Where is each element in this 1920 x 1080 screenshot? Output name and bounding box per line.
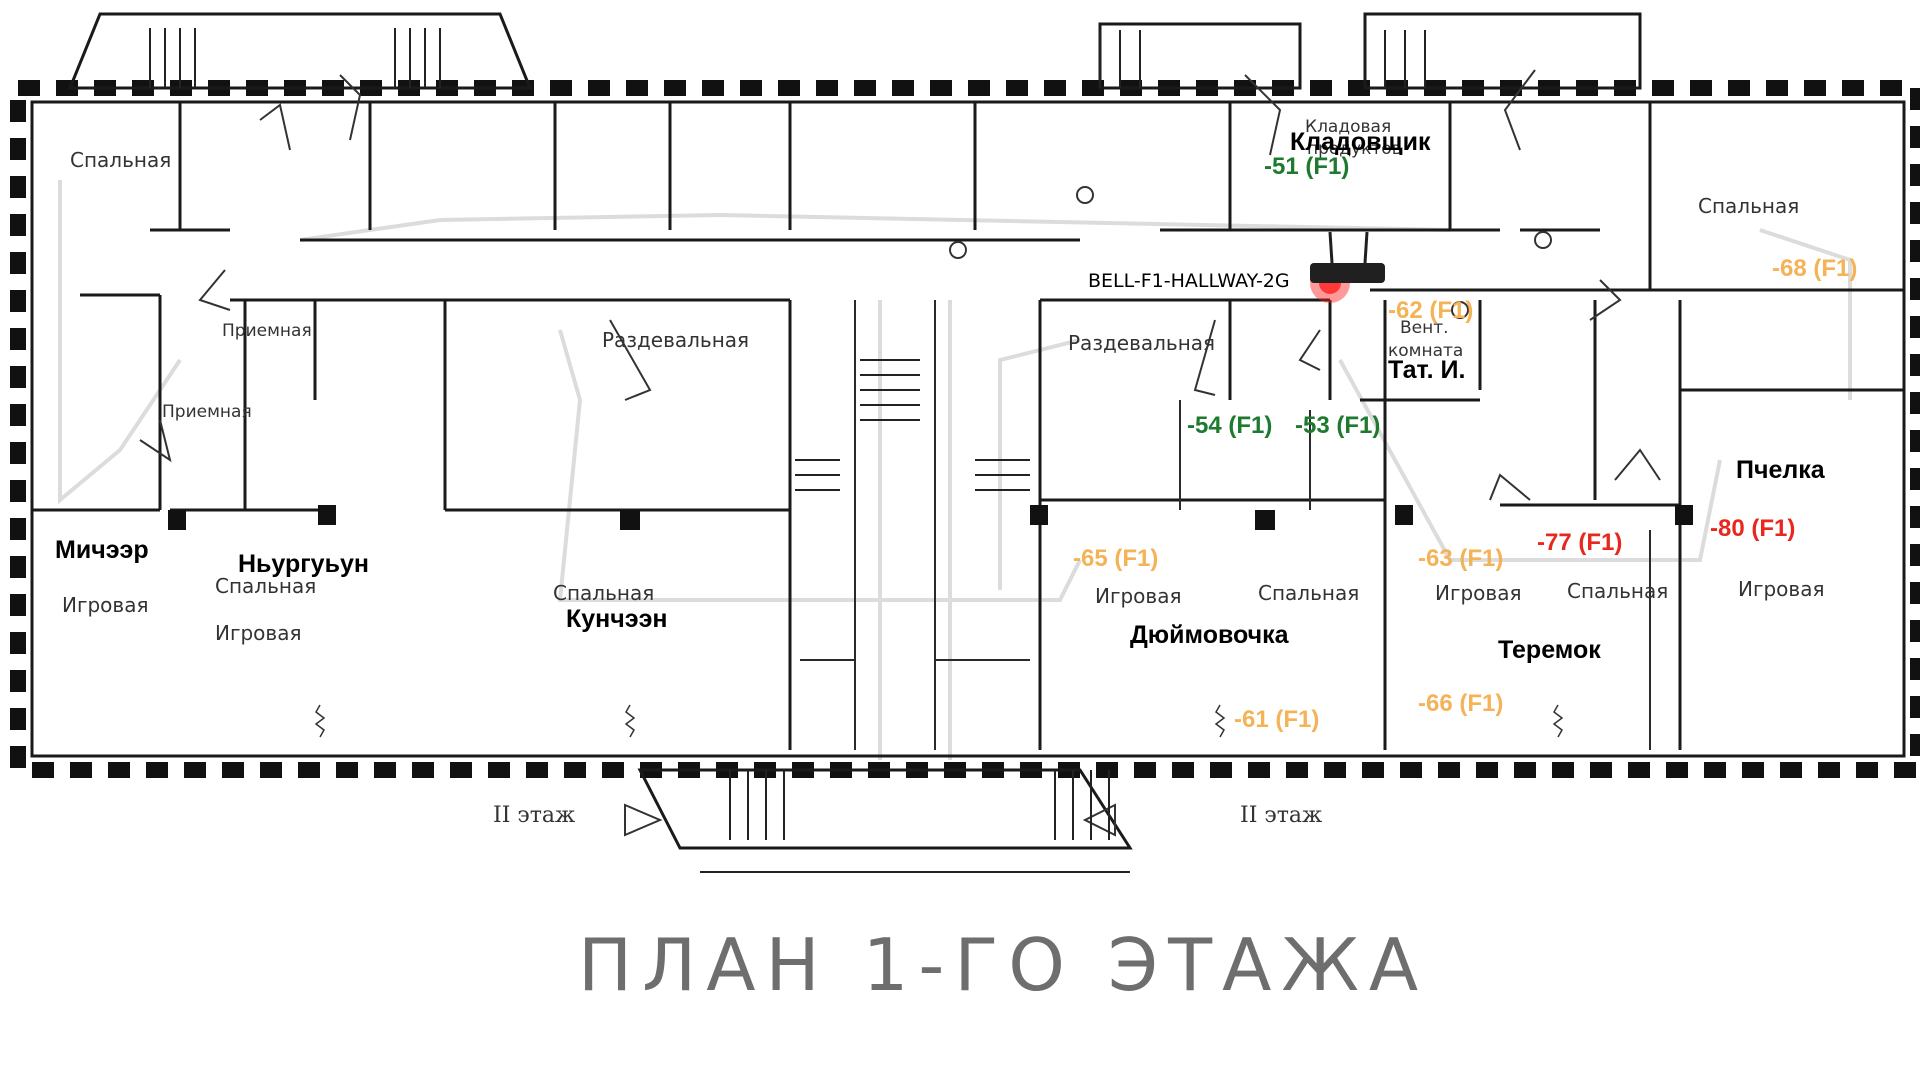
outer-walls (10, 12, 1920, 873)
room-nyurguyun: Ньургуьун (238, 550, 369, 578)
room-kladovshik: Кладовщик (1290, 128, 1431, 156)
label-spalnaya: Спальная (1567, 579, 1668, 603)
signal-reading: -63 (F1) (1418, 545, 1503, 572)
label-razdevalnaya: Раздевальная (602, 328, 749, 352)
signal-reading: -54 (F1) (1187, 412, 1272, 439)
label-igrovaya: Игровая (1095, 584, 1181, 608)
radiators (314, 704, 1564, 738)
label-igrovaya: Игровая (62, 593, 148, 617)
signal-reading: -53 (F1) (1295, 412, 1380, 439)
signal-reading: -62 (F1) (1388, 297, 1473, 324)
room-kunchen: Кунчээн (566, 605, 668, 633)
signal-reading: -65 (F1) (1073, 545, 1158, 572)
room-names: Кладовщик Тат. И. Пчелка Мичээр Ньургуьу… (55, 128, 1826, 664)
label-igrovaya: Игровая (215, 621, 301, 645)
signal-reading: -51 (F1) (1264, 153, 1349, 180)
label-kladovaya-produktov: продуктов (1307, 139, 1402, 159)
label-priemnaya: Приемная (162, 402, 252, 422)
label-vent-komnata: комната (1388, 341, 1463, 361)
access-point[interactable]: BELL-F1-HALLWAY-2G (1088, 231, 1385, 303)
signal-reading: -66 (F1) (1418, 690, 1503, 717)
utility-symbols (949, 186, 1552, 319)
signal-reading: -68 (F1) (1772, 255, 1857, 282)
label-razdevalnaya: Раздевальная (1068, 331, 1215, 355)
door-swings (139, 69, 1661, 501)
stairs (149, 28, 1426, 840)
room-pchelka: Пчелка (1736, 456, 1826, 484)
label-priemnaya: Приемная (222, 321, 312, 341)
sketch-labels: Спальная Спальная Спальная Спальная Спал… (62, 117, 1824, 828)
signal-reading: -77 (F1) (1537, 529, 1622, 556)
label-floor2-left: II этаж (493, 803, 575, 828)
plan-title: ПЛАН 1-ГО ЭТАЖА (578, 923, 1428, 1007)
label-igrovaya: Игровая (1435, 581, 1521, 605)
label-spalnaya: Спальная (553, 581, 654, 605)
label-spalnaya: Спальная (1258, 581, 1359, 605)
label-spalnaya: Спальная (70, 148, 171, 172)
label-spalnaya: Спальная (1698, 194, 1799, 218)
signal-readings: -51 (F1) -62 (F1) -68 (F1) -54 (F1) -53 … (1073, 153, 1857, 733)
ap-ssid-label: BELL-F1-HALLWAY-2G (1088, 270, 1290, 292)
interior-walls (32, 102, 1904, 750)
signal-reading: -80 (F1) (1710, 515, 1795, 542)
room-micheer: Мичээр (55, 536, 149, 564)
router-icon[interactable] (1310, 263, 1385, 283)
label-spalnaya: Спальная (215, 574, 316, 598)
label-floor2-right: II этаж (1240, 803, 1322, 828)
room-tat: Тат. И. (1388, 356, 1465, 384)
evacuation-routes (58, 180, 1852, 760)
signal-reading: -61 (F1) (1234, 706, 1319, 733)
label-kladovaya: Кладовая (1305, 117, 1391, 137)
label-vent: Вент. (1400, 318, 1449, 338)
room-dyuymovochka: Дюймовочка (1130, 621, 1290, 649)
room-teremok: Теремок (1498, 636, 1601, 664)
label-igrovaya: Игровая (1738, 577, 1824, 601)
